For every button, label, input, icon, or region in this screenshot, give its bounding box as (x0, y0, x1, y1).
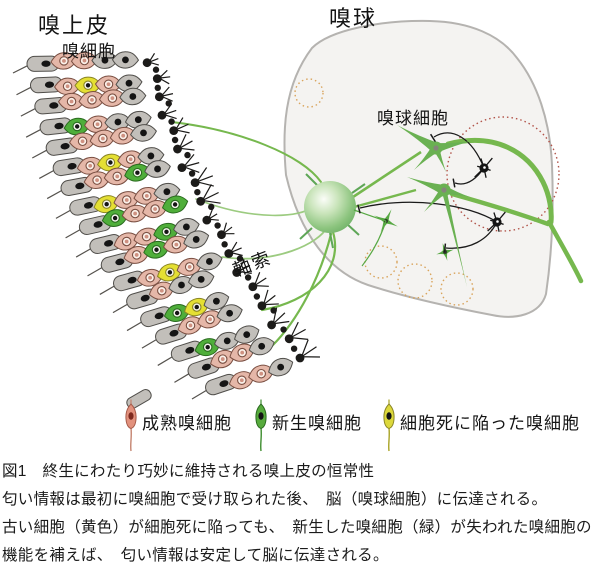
dendritic-knob (202, 215, 212, 225)
dendritic-knob (152, 74, 162, 84)
dendritic-knob (284, 334, 294, 344)
dendritic-knob (224, 249, 234, 258)
dendritic-knob (267, 320, 277, 330)
caption-line-3: 古い細胞（黄色）が細胞死に陥っても、 新生した嗅細胞（緑）が失われた嗅細胞の (2, 519, 592, 536)
dendritic-knob (152, 66, 160, 73)
legend-label-newborn: 新生嗅細胞 (272, 414, 362, 433)
dendritic-knob (217, 230, 226, 240)
dendritic-knob (194, 188, 201, 196)
dendritic-knob (171, 136, 179, 144)
dendritic-knob (188, 170, 196, 177)
dendritic-knob (157, 110, 167, 120)
dendritic-knob (244, 274, 252, 281)
olfactory-cell-label: 嗅細胞 (62, 42, 116, 61)
dendritic-knob (214, 222, 221, 229)
dendritic-knob (168, 118, 175, 125)
dendritic-knob (248, 282, 258, 292)
olfactory-epithelium (12, 51, 320, 409)
bulb-cell-label: 嗅球細胞 (377, 109, 449, 128)
legend-icons (125, 399, 395, 452)
dendritic-knob (190, 178, 200, 188)
dendritic-knob (290, 345, 298, 352)
epithelium-title: 嗅上皮 (38, 13, 111, 38)
legend-label-dying: 細胞死に陥った嗅細胞 (400, 414, 580, 433)
dendritic-knob (232, 268, 242, 277)
bulb-neurons (299, 125, 584, 287)
dendritic-knob (253, 293, 261, 300)
dendritic-knob (257, 301, 267, 311)
caption-line-1: 図1 終生にわたり巧妙に維持される嗅上皮の恒常性 (2, 463, 375, 480)
legend-label-mature: 成熟嗅細胞 (142, 414, 232, 433)
dendritic-knob (173, 144, 182, 154)
dendritic-knob (196, 196, 206, 206)
bulb-title: 嗅球 (329, 6, 378, 31)
dendritic-knob (236, 255, 244, 262)
dendritic-knob (154, 92, 164, 102)
dendritic-knob (169, 126, 179, 136)
caption-line-2: 匂い情報は最初に嗅細胞で受け取られた後、 脳（嗅球細胞）に伝達される。 (2, 491, 548, 508)
dendritic-knob (208, 203, 215, 211)
glomerulus (304, 181, 356, 233)
dendritic-knob (154, 84, 161, 92)
dendritic-knob (280, 326, 287, 333)
dendritic-knob (221, 241, 228, 248)
dendritic-knob (184, 151, 191, 159)
dendritic-knob (177, 163, 187, 173)
caption-line-4: 機能を補えば、 匂い情報は安定して脳に伝達される。 (2, 547, 389, 564)
olfactory-bulb (283, 19, 560, 318)
dendritic-knob (142, 58, 152, 68)
dendritic-knob (295, 353, 305, 363)
